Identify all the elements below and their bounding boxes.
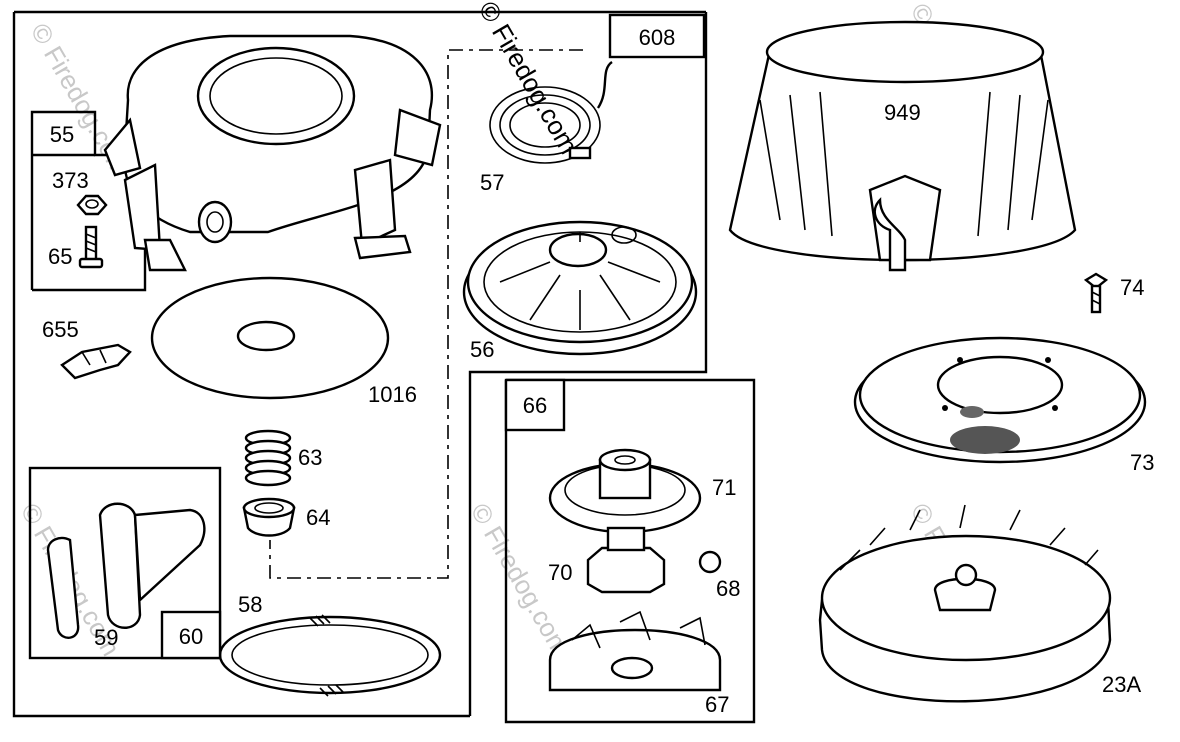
rope-58 <box>218 614 442 697</box>
box-60-label: 60 <box>179 624 203 649</box>
bolt-65 <box>78 225 104 269</box>
spring-57 <box>489 61 613 164</box>
label-949: 949 <box>884 100 921 125</box>
label-58: 58 <box>238 592 262 617</box>
ratchet-cup-67 <box>548 610 722 692</box>
label-71: 71 <box>712 475 736 500</box>
flywheel-23a <box>818 504 1112 703</box>
label-655: 655 <box>42 317 79 342</box>
screw-74 <box>1083 272 1109 314</box>
box-60-frame <box>28 466 222 660</box>
box-608 <box>608 13 706 59</box>
label-23a: 23A <box>1102 672 1141 697</box>
retainer-64 <box>242 497 296 537</box>
box-608-label: 608 <box>639 25 676 50</box>
blower-housing <box>103 34 442 272</box>
label-57: 57 <box>480 170 504 195</box>
nut-373 <box>76 194 108 216</box>
hub-70 <box>586 526 666 594</box>
main-bracket-left <box>12 12 470 718</box>
box-66-label: 66 <box>523 393 547 418</box>
clip-655 <box>60 343 132 380</box>
label-63: 63 <box>298 445 322 470</box>
label-1016: 1016 <box>368 382 417 407</box>
main-bracket-right <box>468 12 708 716</box>
handle-59 <box>46 502 206 639</box>
box-66-tag <box>504 378 566 432</box>
label-64: 64 <box>306 505 330 530</box>
disc-1016 <box>150 276 390 400</box>
label-70: 70 <box>548 560 572 585</box>
ratchet-71 <box>548 448 702 534</box>
spring-63 <box>244 429 292 487</box>
box-60-tag <box>160 610 222 660</box>
label-373: 373 <box>52 168 89 193</box>
label-74: 74 <box>1120 275 1144 300</box>
ball-68 <box>698 550 722 574</box>
screen-73 <box>853 336 1147 464</box>
label-68: 68 <box>716 576 740 601</box>
box-55-label: 55 <box>50 122 74 147</box>
routing-dash-line <box>269 49 583 579</box>
label-67: 67 <box>705 692 729 717</box>
watermark-main: © Firedog.com <box>473 0 584 159</box>
shroud-949 <box>728 20 1077 272</box>
label-65: 65 <box>48 244 72 269</box>
label-73: 73 <box>1130 450 1154 475</box>
label-56: 56 <box>470 337 494 362</box>
label-59: 59 <box>94 625 118 650</box>
pulley-56 <box>462 220 698 356</box>
box-66-frame <box>504 378 756 724</box>
